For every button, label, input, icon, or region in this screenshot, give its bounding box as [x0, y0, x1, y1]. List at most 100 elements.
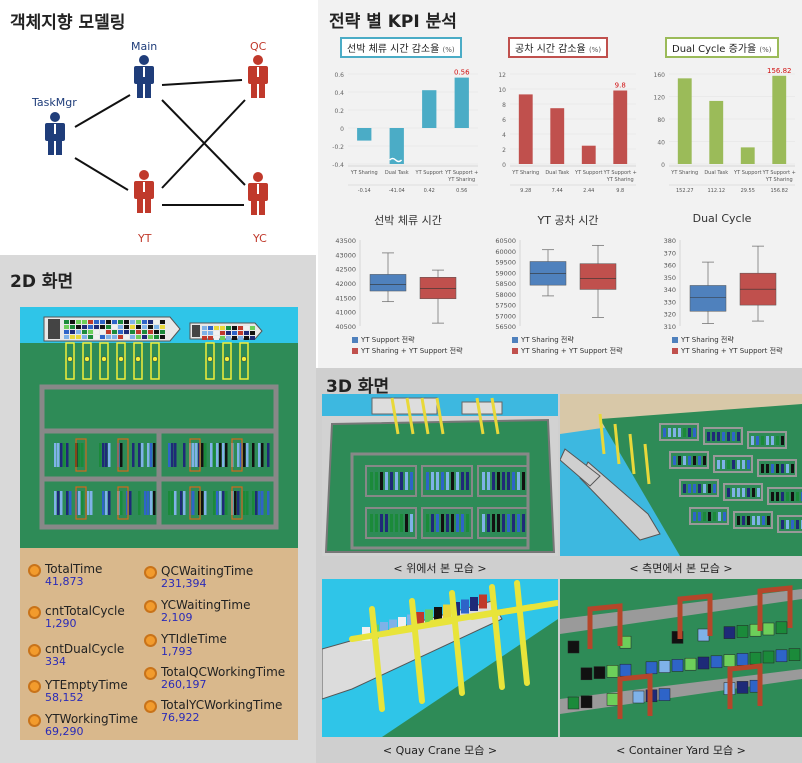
yard-container	[219, 443, 222, 467]
side-view-container	[737, 488, 740, 497]
bar-chart-2-category: YT Sharing	[670, 170, 698, 176]
quay-view-container	[416, 612, 424, 626]
yard-container	[225, 443, 228, 467]
ship-container	[202, 331, 207, 335]
boxplot-1-ytick: 57500	[495, 302, 516, 310]
screen-3d-title: 3D 화면	[326, 377, 390, 397]
ship-container	[208, 326, 213, 330]
yard-container	[141, 443, 144, 467]
side-view-container	[688, 428, 691, 437]
yard-view-container	[632, 690, 645, 704]
quay-view-container	[407, 614, 415, 629]
top-view-container	[456, 514, 459, 532]
top-view-block	[365, 465, 417, 497]
yard-view-container	[684, 657, 697, 671]
side-view-container	[732, 432, 735, 441]
yard-crane	[231, 438, 243, 472]
ship-container	[160, 330, 165, 334]
top-view-container	[426, 514, 429, 532]
ship-container	[142, 320, 147, 324]
ship-container	[160, 335, 165, 339]
yard-view-container	[788, 648, 801, 661]
boxplot-0-ytick: 43500	[335, 237, 356, 245]
side-view-container	[781, 436, 784, 445]
link-taskmgr-yt	[74, 157, 129, 191]
top-view-container	[400, 472, 403, 490]
boxplot-2-legend-2-text: YT Sharing + YT Support 전략	[521, 347, 623, 355]
side-view-container	[708, 484, 711, 493]
yard-view-container	[697, 656, 710, 670]
axis-break	[389, 157, 403, 163]
bar-chart-0-category: YT Sharing	[350, 170, 378, 176]
quay-crane-marker	[224, 356, 230, 362]
bar-chart-1-ytick: 4	[502, 132, 506, 139]
side-view-container	[761, 464, 764, 473]
kpi-chart-1-title: 선박 체류 시간 감소율 (%)	[340, 37, 462, 58]
actor-leg-left	[251, 83, 257, 98]
side-view-container	[757, 516, 760, 525]
yard-container	[66, 443, 69, 467]
stat-value: 2,109	[161, 611, 193, 624]
container-ship-large-icon	[43, 316, 181, 342]
top-view-container	[431, 472, 434, 490]
stat-bullet-icon	[144, 566, 157, 579]
top-view-crane	[405, 397, 415, 435]
boxplot-2-ytick: 360	[664, 262, 676, 270]
yard-container	[108, 491, 111, 515]
view-container-yard-image	[560, 579, 802, 737]
yard-container	[237, 491, 240, 515]
side-view-container	[752, 516, 755, 525]
stat-bullet-icon	[28, 606, 41, 619]
side-view-container	[732, 460, 735, 469]
side-view-container	[698, 512, 701, 521]
ship-container	[136, 320, 141, 324]
bar-chart-0-table-value: 0.42	[424, 188, 435, 194]
actor-main-label: Main	[131, 40, 158, 53]
ship-container	[106, 325, 111, 329]
ship-container	[226, 326, 231, 330]
yard-gantry-crane	[587, 603, 623, 649]
yard-container	[153, 443, 156, 467]
yard-container	[267, 491, 270, 515]
yard-view-container	[567, 640, 580, 654]
ship-container	[130, 325, 135, 329]
quay-view-container	[380, 622, 388, 636]
yard-container	[78, 443, 81, 467]
boxplot-0-ytick: 41000	[335, 309, 356, 317]
bar-chart-2-category: YT Sharing	[765, 177, 793, 183]
yard-container	[108, 443, 111, 467]
stat-bullet-icon	[28, 644, 41, 657]
yard-container	[246, 491, 249, 515]
bar-chart-0-table-value: -41.04	[389, 188, 405, 194]
ship-container	[118, 325, 123, 329]
top-view-container	[482, 472, 485, 490]
actor-leg-left	[48, 140, 54, 155]
bar-1-1	[550, 108, 565, 164]
bar-chart-1-category: Dual Task	[545, 170, 569, 176]
top-view-container	[451, 514, 454, 532]
boxplot-yt-empty: 6050060000595005900058500580005750057000…	[495, 237, 617, 331]
caption-container-yard: < Container Yard 모습 >	[616, 744, 746, 757]
bar-chart-2-category: Dual Task	[704, 170, 728, 176]
side-view-container	[678, 428, 681, 437]
yard-container	[246, 443, 249, 467]
quay-crane-leg	[489, 584, 505, 690]
boxplot-1-title: 선박 체류 시간	[374, 214, 442, 227]
side-view-container	[747, 460, 750, 469]
kpi-chart-2-title: 공차 시간 감소율 (%)	[508, 37, 609, 58]
boxplot-1-ytick: 59000	[495, 269, 516, 277]
yard-container	[198, 491, 201, 515]
quay-view-container	[398, 617, 406, 631]
side-view-container	[776, 464, 779, 473]
top-view-block	[421, 507, 473, 539]
side-view-crane	[643, 443, 651, 485]
yard-container	[105, 443, 108, 467]
yard-container	[69, 491, 72, 515]
side-view-container	[693, 456, 696, 465]
ship-container	[100, 325, 105, 329]
top-view-container	[441, 514, 444, 532]
yard-view-container	[762, 650, 775, 664]
ship-container	[100, 320, 105, 324]
yard-crane	[117, 486, 129, 520]
yard-container	[78, 491, 81, 515]
